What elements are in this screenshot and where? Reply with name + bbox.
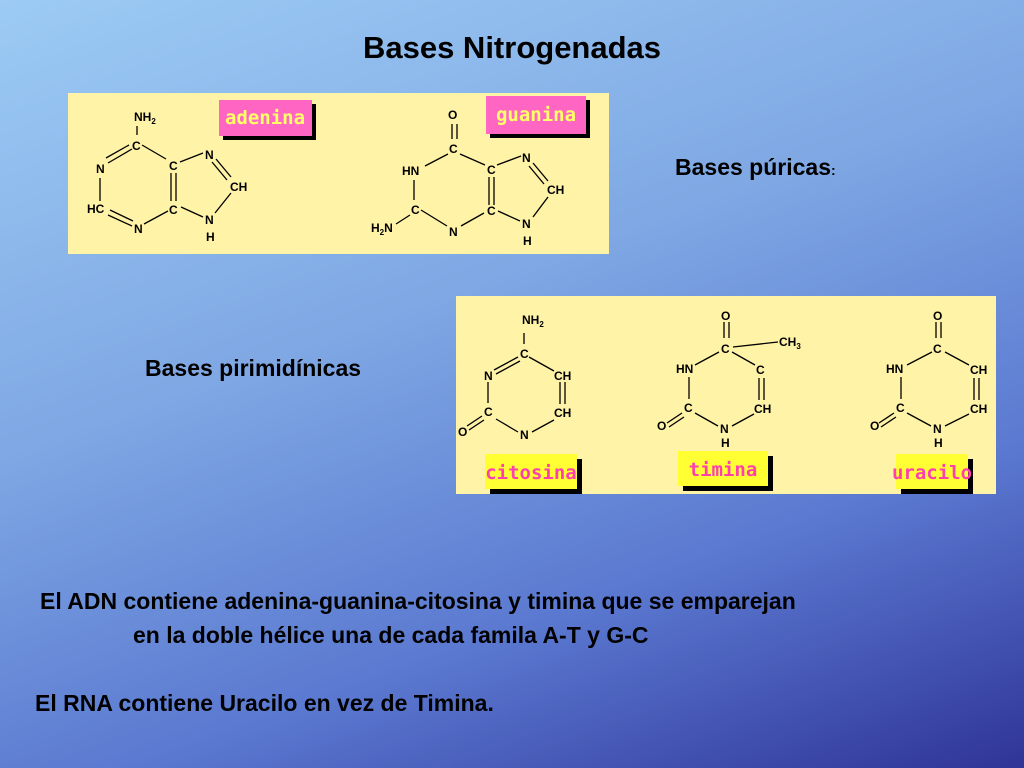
atom: O	[448, 108, 457, 122]
uracil-structure: O C HN CH C CH O N H	[870, 309, 987, 450]
atom: C	[487, 163, 496, 177]
atom: C	[520, 347, 529, 361]
guanine-label: guanina	[486, 96, 590, 138]
atom: C	[449, 142, 458, 156]
atom: CH	[554, 406, 571, 420]
svg-text:citosina: citosina	[485, 462, 577, 484]
atom: HC	[87, 202, 105, 216]
atom: N	[449, 225, 458, 239]
atom: CH	[970, 402, 987, 416]
atom: N	[933, 422, 942, 436]
atom: N	[96, 162, 105, 176]
thymine-structure: O C CH3 HN C C CH O N H	[657, 309, 801, 450]
atom: C	[684, 401, 693, 415]
atom: O	[657, 419, 666, 433]
atom: O	[870, 419, 879, 433]
atom: H	[721, 436, 730, 450]
atom: H	[523, 234, 532, 248]
atom: N	[134, 222, 143, 236]
dna-line-2: en la doble hélice una de cada famila A-…	[133, 622, 649, 648]
atom: HN	[886, 362, 903, 376]
atom: CH3	[779, 335, 801, 351]
atom: O	[458, 425, 467, 439]
atom: C	[484, 405, 493, 419]
atom: N	[522, 151, 531, 165]
atom: C	[487, 204, 496, 218]
atom: C	[169, 159, 178, 173]
atom: C	[132, 139, 141, 153]
atom: CH	[970, 363, 987, 377]
puric-heading: Bases púricas:	[675, 154, 836, 181]
atom: HN	[402, 164, 419, 178]
atom: N	[520, 428, 529, 442]
pyrimidine-panel: NH2 C N CH C CH O N O C CH3 HN	[456, 296, 996, 494]
atom: CH	[547, 183, 564, 197]
svg-text:timina: timina	[689, 459, 758, 481]
atom: CH	[754, 402, 771, 416]
guanine-structure: O C HN C H2N N C C N CH N H	[371, 108, 564, 248]
atom: N	[522, 217, 531, 231]
atom: O	[721, 309, 730, 323]
atom: CH	[230, 180, 247, 194]
atom: C	[933, 342, 942, 356]
atom: C	[411, 203, 420, 217]
atom: NH2	[134, 110, 156, 126]
atom: CH	[554, 369, 571, 383]
rna-line: El RNA contiene Uracilo en vez de Timina…	[35, 690, 494, 716]
dna-line-1: El ADN contiene adenina-guanina-citosina…	[40, 588, 796, 614]
atom: C	[721, 342, 730, 356]
atom: N	[720, 422, 729, 436]
purine-panel: NH2 C N HC N C C N CH N H adenina	[68, 93, 609, 254]
cytosine-structure: NH2 C N CH C CH O N	[458, 313, 571, 442]
pyrimidine-structures: NH2 C N CH C CH O N O C CH3 HN	[458, 309, 987, 494]
atom: C	[169, 203, 178, 217]
slide-title: Bases Nitrogenadas	[362, 30, 662, 65]
atom: H	[934, 436, 943, 450]
atom: H	[206, 230, 215, 244]
svg-text:uracilo: uracilo	[892, 462, 972, 484]
svg-text:guanina: guanina	[496, 104, 576, 126]
puric-heading-text: Bases púricas	[675, 154, 831, 180]
atom: H2N	[371, 221, 393, 237]
thymine-label: timina	[678, 451, 773, 491]
atom: O	[933, 309, 942, 323]
puric-heading-colon: :	[830, 162, 836, 178]
adenine-structure: NH2 C N HC N C C N CH N H	[87, 110, 247, 244]
svg-text:adenina: adenina	[225, 107, 305, 129]
atom: N	[205, 148, 214, 162]
atom: HN	[676, 362, 693, 376]
adenine-label: adenina	[219, 100, 316, 140]
atom: NH2	[522, 313, 544, 329]
atom: N	[205, 213, 214, 227]
cytosine-label: citosina	[485, 454, 582, 494]
atom: C	[896, 401, 905, 415]
atom: C	[756, 363, 765, 377]
purine-structures: NH2 C N HC N C C N CH N H adenina	[87, 96, 590, 248]
pyrimidine-heading: Bases pirimidínicas	[145, 355, 362, 381]
atom: N	[484, 369, 493, 383]
uracil-label: uracilo	[892, 454, 973, 494]
